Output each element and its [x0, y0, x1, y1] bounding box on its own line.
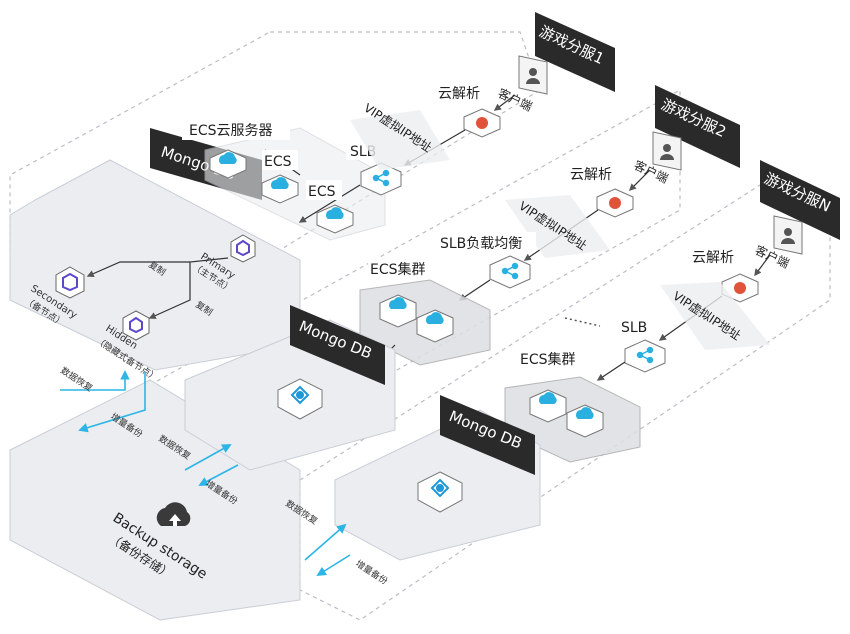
ecs-box-cloud — [209, 149, 247, 179]
dns-n-label: 云解析 — [692, 250, 734, 266]
dns-icon — [476, 117, 488, 129]
cloud-icon — [426, 312, 444, 324]
share-icon — [501, 262, 519, 280]
ecs-box-a — [261, 174, 299, 204]
dns-box-2 — [596, 188, 634, 218]
slb-n-label: SLB — [621, 320, 647, 336]
cloud-icon — [326, 207, 344, 219]
user-icon — [526, 68, 540, 84]
backup-flows — [60, 370, 351, 577]
dns-icon — [734, 282, 746, 294]
incremental-label-n: 增量备份 — [353, 557, 390, 587]
game-server-2: 游戏分服2 客户端 云解析 VIP虚拟IP地址 SLB负载均衡 — [184, 85, 740, 471]
ecs-cluster-n-label: ECS集群 — [520, 351, 576, 368]
cloud-icon — [539, 392, 557, 404]
ecs-cluster-n — [504, 376, 641, 463]
mongo-box-2 — [277, 378, 323, 420]
share-icon — [372, 169, 390, 187]
game-server-n: 游戏分服N 客户端 云解析 VIP虚拟IP地址 SLB — [334, 160, 840, 561]
ecs-cluster-2-label: ECS集群 — [370, 261, 426, 278]
dns-box-1 — [463, 108, 501, 138]
mongo-icon — [430, 478, 450, 498]
cloud-icon — [389, 297, 407, 309]
slb-box-1 — [360, 162, 402, 196]
ecs-box-b — [316, 204, 354, 234]
cloud-icon — [271, 177, 289, 189]
dns-icon — [609, 197, 621, 209]
dns-box-n — [721, 273, 759, 303]
user-icon — [660, 144, 674, 160]
user-icon — [781, 228, 795, 244]
client-box-n — [773, 215, 803, 255]
cloud-icon — [219, 152, 237, 164]
ecs-cluster-2 — [359, 279, 491, 366]
share-icon — [636, 346, 654, 364]
dns-2-label: 云解析 — [570, 167, 612, 183]
ecs-b-label: ECS — [308, 184, 336, 200]
cloud-icon — [576, 407, 594, 419]
primary-node — [230, 234, 256, 263]
slb-box-2 — [489, 255, 531, 289]
upload-cloud-icon — [156, 502, 191, 526]
mongo-hex-icon — [236, 239, 250, 257]
mongo-hex-icon — [62, 272, 78, 292]
ecs-cloud-label: ECS云服务器 — [189, 123, 273, 139]
client-box-1 — [518, 55, 548, 95]
ecs-a-label: ECS — [264, 154, 292, 170]
mongo-box-n — [417, 471, 463, 513]
client-box-2 — [652, 131, 682, 171]
server1-mongo-plate: Mongo DB Primary （主节点） Secondary （备节点） H… — [9, 128, 301, 384]
slb-2-label: SLB负载均衡 — [440, 236, 522, 252]
mongo-hex-icon — [129, 316, 143, 334]
game-server-1: 游戏分服1 客户端 云解析 VIP虚拟IP地址 — [350, 12, 615, 170]
slb-box-n — [624, 339, 666, 373]
mongo-icon — [290, 385, 310, 405]
dns-1-label: 云解析 — [438, 86, 480, 102]
secondary-node — [55, 266, 85, 299]
